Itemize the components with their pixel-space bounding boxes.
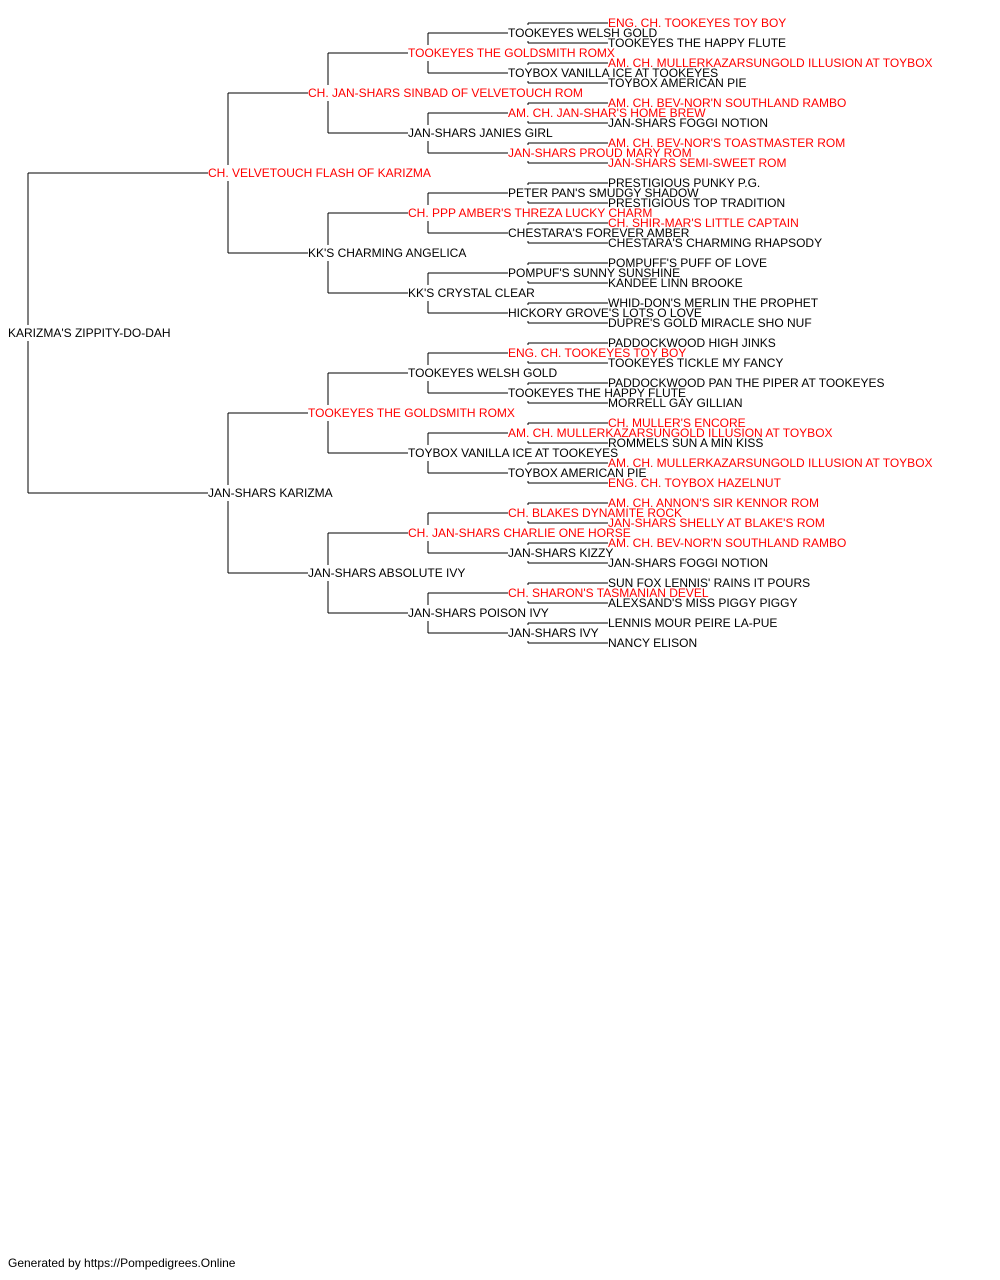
- ancestor-dam-dam-dam: JAN-SHARS POISON IVY: [408, 606, 549, 620]
- ancestor-sire-sire-dam-dam: JAN-SHARS PROUD MARY ROM: [508, 146, 692, 160]
- ancestor-dam-sire-dam-dam: TOYBOX AMERICAN PIE: [508, 466, 646, 480]
- ancestor-sire-dam-sire-sire-dam: PRESTIGIOUS TOP TRADITION: [608, 196, 785, 210]
- ancestor-sire-sire-dam-sire-dam: JAN-SHARS FOGGI NOTION: [608, 116, 768, 130]
- ancestor-dam-dam-sire-sire: CH. BLAKES DYNAMITE ROCK: [508, 506, 682, 520]
- ancestor-sire: CH. VELVETOUCH FLASH OF KARIZMA: [208, 166, 431, 180]
- ancestor-sire-sire-dam-dam-dam: JAN-SHARS SEMI-SWEET ROM: [608, 156, 786, 170]
- ancestor-sire-dam-dam-dam: HICKORY GROVE'S LOTS O LOVE: [508, 306, 702, 320]
- ancestor-sire-dam-dam-dam-dam: DUPRE'S GOLD MIRACLE SHO NUF: [608, 316, 812, 330]
- ancestor-sire-dam-sire-dam: CHESTARA'S FOREVER AMBER: [508, 226, 690, 240]
- ancestor-sire-sire-dam-sire: AM. CH. JAN-SHAR'S HOME BREW: [508, 106, 706, 120]
- ancestor-dam-dam-sire-sire-sire: AM. CH. ANNON'S SIR KENNOR ROM: [608, 496, 819, 510]
- ancestor-sire-dam-sire: CH. PPP AMBER'S THREZA LUCKY CHARM: [408, 206, 652, 220]
- ancestor-dam-sire-dam-dam-dam: ENG. CH. TOYBOX HAZELNUT: [608, 476, 782, 490]
- footer-credit: Generated by https://Pompedigrees.Online: [8, 1256, 236, 1270]
- ancestor-sire-dam-dam-sire: POMPUF'S SUNNY SUNSHINE: [508, 266, 680, 280]
- ancestor-dam-dam-sire-sire-dam: JAN-SHARS SHELLY AT BLAKE'S ROM: [608, 516, 825, 530]
- ancestor-dam-dam-dam-sire: CH. SHARON'S TASMANIAN DEVEL: [508, 586, 709, 600]
- ancestor-dam-dam-sire: CH. JAN-SHARS CHARLIE ONE HORSE: [408, 526, 631, 540]
- ancestor-sire-sire-sire-dam: TOYBOX VANILLA ICE AT TOOKEYES: [508, 66, 718, 80]
- ancestor-dam-sire-sire-sire-dam: TOOKEYES TICKLE MY FANCY: [608, 356, 783, 370]
- ancestor-dam-dam: JAN-SHARS ABSOLUTE IVY: [308, 566, 465, 580]
- ancestor-dam-dam-dam-dam-sire: LENNIS MOUR PEIRE LA-PUE: [608, 616, 777, 630]
- ancestor-dam-sire-sire: TOOKEYES WELSH GOLD: [408, 366, 557, 380]
- ancestor-sire-sire-sire: TOOKEYES THE GOLDSMITH ROMX: [408, 46, 615, 60]
- ancestor-sire-dam-dam-sire-dam: KANDEE LINN BROOKE: [608, 276, 743, 290]
- ancestor-dam: JAN-SHARS KARIZMA: [208, 486, 333, 500]
- ancestor-dam-sire-sire-dam: TOOKEYES THE HAPPY FLUTE: [508, 386, 686, 400]
- ancestor-sire-dam-sire-sire-sire: PRESTIGIOUS PUNKY P.G.: [608, 176, 760, 190]
- ancestor-sire-sire-sire-sire-dam: TOOKEYES THE HAPPY FLUTE: [608, 36, 786, 50]
- ancestor-dam-sire-sire-sire-sire: PADDOCKWOOD HIGH JINKS: [608, 336, 776, 350]
- ancestor-sire-dam-sire-dam-dam: CHESTARA'S CHARMING RHAPSODY: [608, 236, 822, 250]
- ancestor-sire-sire-sire-sire-sire: ENG. CH. TOOKEYES TOY BOY: [608, 16, 786, 30]
- ancestor-sire-dam-dam-dam-sire: WHID-DON'S MERLIN THE PROPHET: [608, 296, 819, 310]
- ancestor-sire-sire-dam: JAN-SHARS JANIES GIRL: [408, 126, 553, 140]
- ancestor-dam-sire-dam-dam-sire: AM. CH. MULLERKAZARSUNGOLD ILLUSION AT T…: [608, 456, 933, 470]
- ancestor-dam-dam-sire-dam-sire: AM. CH. BEV-NOR'N SOUTHLAND RAMBO: [608, 536, 846, 550]
- ancestor-dam-sire-dam: TOYBOX VANILLA ICE AT TOOKEYES: [408, 446, 618, 460]
- ancestor-dam-sire-dam-sire-dam: ROMMELS SUN A MIN KISS: [608, 436, 763, 450]
- ancestor-sire-dam-sire-dam-sire: CH. SHIR-MAR'S LITTLE CAPTAIN: [608, 216, 799, 230]
- ancestor-dam-sire-sire-dam-sire: PADDOCKWOOD PAN THE PIPER AT TOOKEYES: [608, 376, 885, 390]
- ancestor-dam-sire-sire-dam-dam: MORRELL GAY GILLIAN: [608, 396, 743, 410]
- ancestor-dam-dam-dam-dam: JAN-SHARS IVY: [508, 626, 599, 640]
- ancestor-dam-dam-sire-dam-dam: JAN-SHARS FOGGI NOTION: [608, 556, 768, 570]
- ancestor-sire-sire-sire-sire: TOOKEYES WELSH GOLD: [508, 26, 657, 40]
- ancestor-dam-dam-dam-dam-dam: NANCY ELISON: [608, 636, 697, 650]
- ancestor-dam-sire-sire-sire: ENG. CH. TOOKEYES TOY BOY: [508, 346, 686, 360]
- ancestor-dam-sire: TOOKEYES THE GOLDSMITH ROMX: [308, 406, 515, 420]
- subject-name: KARIZMA'S ZIPPITY-DO-DAH: [8, 326, 171, 340]
- ancestor-sire-sire-dam-sire-sire: AM. CH. BEV-NOR'N SOUTHLAND RAMBO: [608, 96, 846, 110]
- ancestor-dam-dam-dam-sire-sire: SUN FOX LENNIS' RAINS IT POURS: [608, 576, 810, 590]
- ancestor-dam-sire-dam-sire: AM. CH. MULLERKAZARSUNGOLD ILLUSION AT T…: [508, 426, 833, 440]
- ancestor-sire-sire-dam-dam-sire: AM. CH. BEV-NOR'S TOASTMASTER ROM: [608, 136, 845, 150]
- ancestor-dam-dam-sire-dam: JAN-SHARS KIZZY: [508, 546, 613, 560]
- ancestor-sire-dam-dam-sire-sire: POMPUFF'S PUFF OF LOVE: [608, 256, 767, 270]
- ancestor-sire-dam: KK'S CHARMING ANGELICA: [308, 246, 466, 260]
- ancestor-dam-sire-dam-sire-sire: CH. MULLER'S ENCORE: [608, 416, 746, 430]
- ancestor-sire-sire-sire-dam-sire: AM. CH. MULLERKAZARSUNGOLD ILLUSION AT T…: [608, 56, 933, 70]
- ancestor-sire-sire-sire-dam-dam: TOYBOX AMERICAN PIE: [608, 76, 746, 90]
- ancestor-sire-dam-dam: KK'S CRYSTAL CLEAR: [408, 286, 535, 300]
- ancestor-sire-sire: CH. JAN-SHARS SINBAD OF VELVETOUCH ROM: [308, 86, 583, 100]
- ancestor-dam-dam-dam-sire-dam: ALEXSAND'S MISS PIGGY PIGGY: [608, 596, 797, 610]
- ancestor-sire-dam-sire-sire: PETER PAN'S SMUDGY SHADOW: [508, 186, 699, 200]
